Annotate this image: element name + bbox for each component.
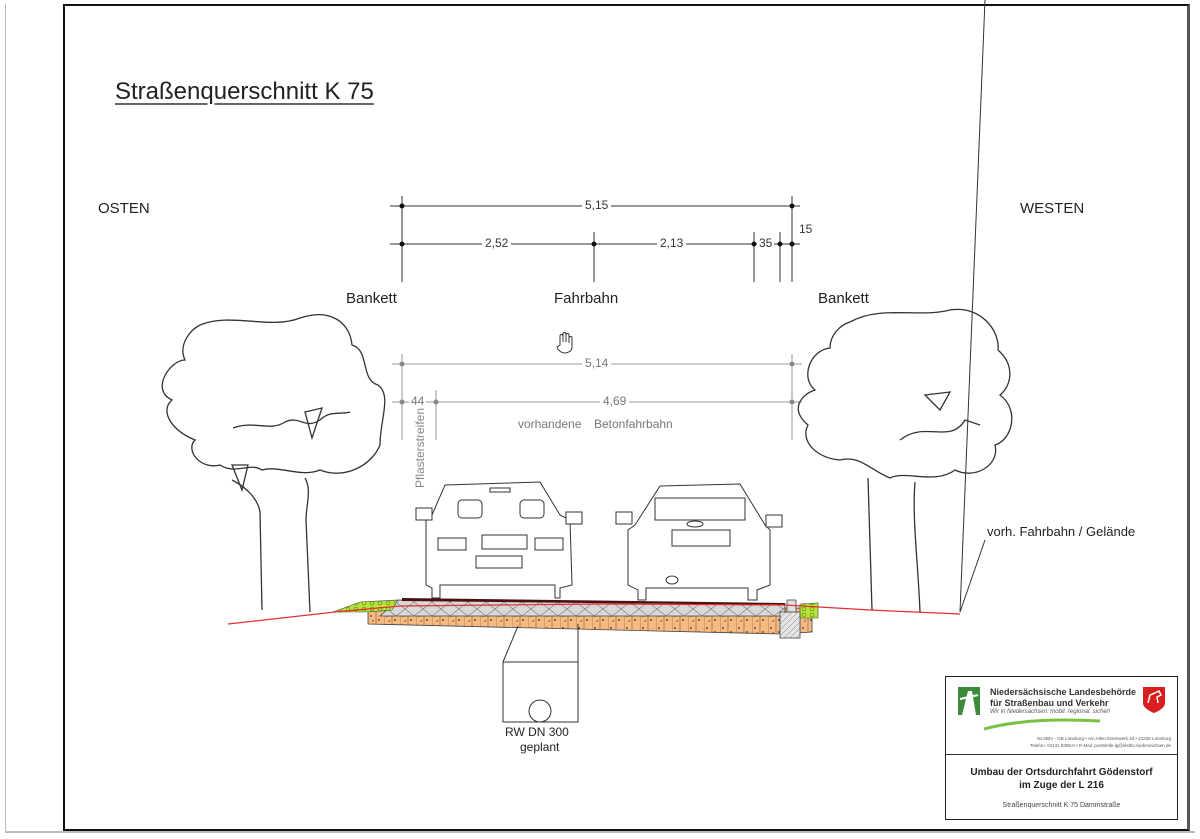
grass-shoulder-right (799, 602, 819, 619)
label-roadway: Fahrbahn (554, 290, 619, 307)
dim-total-existing: 5,14 (582, 356, 612, 370)
label-right-shoulder: Bankett (818, 290, 869, 307)
label-paving-strip: Pflasterstreifen (413, 407, 427, 488)
dim-offset: 15 (799, 222, 813, 236)
organization-line-2: für Straßenbau und Verkehr (990, 698, 1109, 708)
grass-shoulder-left (332, 599, 399, 613)
organization-line-1: Niedersächsische Landesbehörde (990, 687, 1137, 697)
nlstbv-logo-icon (958, 687, 980, 715)
green-swoosh-icon (983, 718, 1101, 731)
dim-segment-2: 2,13 (657, 236, 687, 250)
car-rear-view (615, 483, 783, 601)
page-frame-outer (5, 4, 1195, 833)
title-block: Niedersächsische Landesbehörde für Straß… (945, 676, 1178, 820)
kerb-foundation (779, 611, 801, 639)
tree-right (797, 308, 1013, 613)
dim-total-planned: 5,15 (582, 198, 612, 212)
label-existing-surface-1: vorhandene (518, 417, 582, 431)
organization-slogan: Wir in Niedersachsen: mobil. regional. s… (990, 709, 1111, 715)
label-drain-pipe: RW DN 300 (505, 725, 569, 739)
dim-segment-3: 35 (757, 236, 775, 250)
drawing-title: Straßenquerschnitt K 75 (115, 78, 374, 105)
project-title-line-1: Umbau der Ortsdurchfahrt Gödenstorf (970, 767, 1153, 778)
road-structure (332, 598, 819, 639)
direction-east: OSTEN (98, 200, 150, 217)
label-drain-status: geplant (520, 740, 560, 754)
dim-segment-1: 2,52 (482, 236, 512, 250)
hand-cursor-icon (556, 332, 573, 354)
label-existing-terrain: vorh. Fahrbahn / Gelände (987, 524, 1136, 539)
drain-trench (502, 624, 579, 723)
organization-address: NLStBV - GB Lüneburg • Am Alten Eisenwer… (1037, 736, 1171, 741)
asphalt-top (402, 598, 785, 605)
tree-left (161, 314, 386, 613)
sheet-subtitle: Straßenquerschnitt K 75 Dammstraße (1002, 802, 1121, 809)
label-left-shoulder: Bankett (346, 290, 397, 307)
direction-west: WESTEN (1020, 200, 1085, 217)
organization-contact: Telefon: 04131 8305-0 • E-Mail: poststel… (1030, 743, 1171, 748)
car-front-view (415, 481, 583, 599)
dim-paving-strip: 44 (409, 394, 427, 408)
lower-saxony-coat-of-arms-icon (1143, 687, 1165, 713)
existing-ground-line (227, 603, 961, 625)
label-existing-surface-2: Betonfahrbahn (594, 417, 673, 431)
dim-dots (399, 203, 795, 247)
terrain-leader (959, 0, 986, 613)
project-title-line-2: im Zuge der L 216 (1019, 780, 1104, 791)
dim-existing-roadway: 4,69 (600, 394, 630, 408)
title-block-header: Niedersächsische Landesbehörde für Straß… (946, 677, 1177, 755)
drawing-sheet-border (63, 4, 1190, 831)
drain-pipe (528, 699, 552, 723)
